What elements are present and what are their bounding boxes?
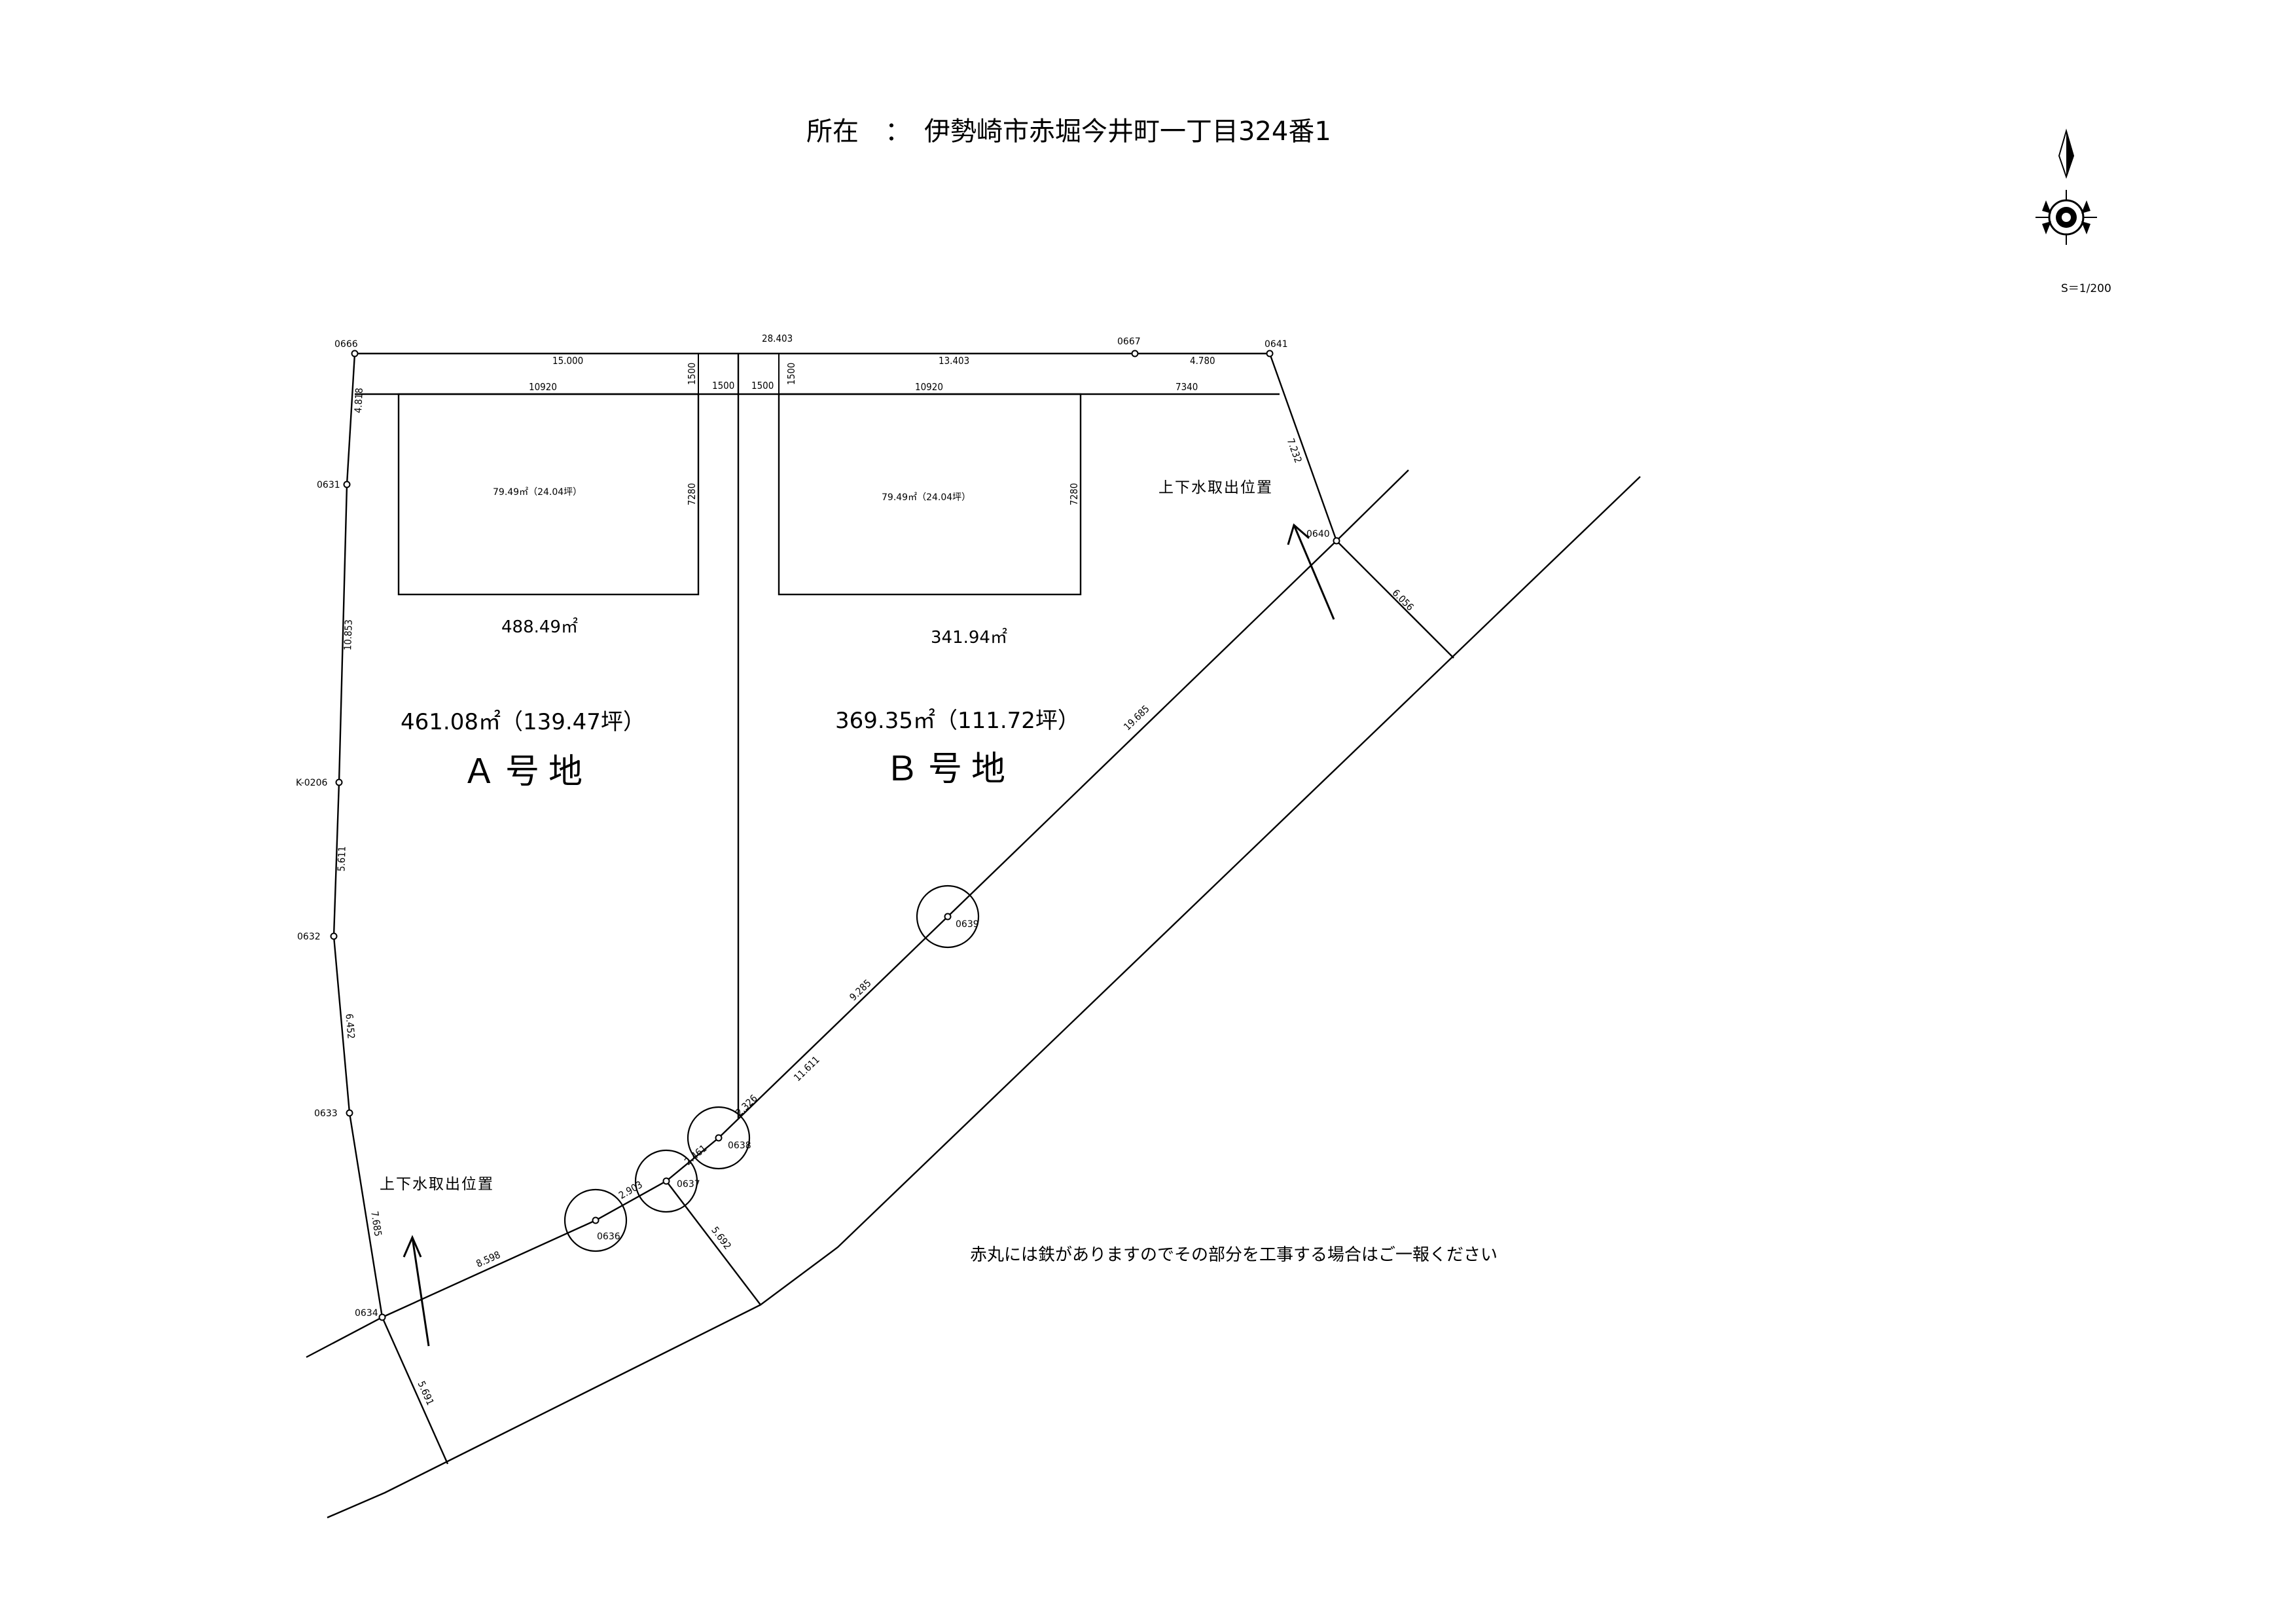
lot-a-gross-area: 488.49㎡	[501, 617, 578, 637]
iron-marker-circles	[564, 884, 980, 1252]
scale-label: S＝1/200	[2061, 282, 2111, 295]
parcel-boundary	[306, 352, 1641, 1519]
dim-diag-2: 9.285	[847, 977, 873, 1004]
dim-bld-b-height: 7280	[1068, 483, 1080, 505]
water-outlet-arrow-left-icon	[403, 1235, 430, 1347]
dim-right-2: 6.056	[1390, 587, 1416, 613]
building-b-outline	[778, 393, 1082, 596]
dim-top-a: 15.000	[552, 355, 583, 367]
dim-right-width: 7340	[1175, 381, 1198, 393]
dim-left-5: 7.685	[368, 1211, 384, 1237]
lot-b-gross-area: 341.94㎡	[931, 628, 1007, 647]
lot-b-net-area: 369.35㎡（111.72坪）	[835, 708, 1080, 734]
iron-warning-note: 赤丸には鉄がありますのでその部分を工事する場合はご一報ください	[970, 1245, 1498, 1265]
point-label-0631: 0631	[317, 480, 340, 490]
point-label-0633: 0633	[314, 1108, 338, 1119]
dim-diag-4: 2.326	[733, 1093, 759, 1119]
point-label-0666: 0666	[334, 339, 358, 350]
lot-a-net-area: 461.08㎡（139.47坪）	[401, 709, 645, 735]
point-label-0641: 0641	[1265, 339, 1288, 350]
dim-bottom-2: 5.691	[415, 1379, 436, 1408]
dim-diag-1: 19.685	[1121, 703, 1151, 733]
boundary-point-markers	[330, 350, 1340, 1321]
lot-a-name: Ａ号地	[462, 752, 592, 792]
dim-bld-a-height: 7280	[686, 483, 698, 505]
dim-top-c: 4.780	[1190, 355, 1215, 367]
point-label-0634: 0634	[355, 1308, 378, 1319]
page-title: 所在 ： 伊勢崎市赤堀今井町一丁目324番1	[806, 117, 1331, 147]
point-label-0636: 0636	[597, 1231, 620, 1242]
dim-road-b: 1500	[751, 380, 774, 392]
dim-diag-5: 2.461	[682, 1142, 709, 1168]
dim-left-4: 6.452	[343, 1013, 357, 1040]
dim-gap-a: 1500	[686, 363, 698, 385]
dim-left-2: 10.853	[342, 619, 355, 651]
point-label-0639: 0639	[956, 919, 979, 930]
dim-left-1: 4.818	[352, 388, 365, 414]
dim-diag-7: 8.598	[475, 1249, 503, 1269]
dim-bottom-1: 5.692	[709, 1224, 734, 1252]
point-label-k0206: K-0206	[296, 778, 327, 788]
water-outlet-label-left: 上下水取出位置	[380, 1176, 494, 1193]
dim-top-b: 13.403	[939, 355, 969, 367]
point-label-0667: 0667	[1117, 337, 1141, 347]
dim-road-a: 1500	[712, 380, 734, 392]
lot-b-name: Ｂ号地	[885, 750, 1014, 789]
water-outlet-arrow-right-icon	[1287, 523, 1335, 620]
dim-bld-b-width: 10920	[915, 381, 943, 393]
point-label-0637: 0637	[677, 1179, 700, 1190]
building-a-area: 79.49㎡（24.04坪）	[493, 487, 582, 498]
dim-diag-3: 11.611	[791, 1054, 821, 1084]
water-outlet-label-right: 上下水取出位置	[1158, 479, 1273, 496]
building-b-area: 79.49㎡（24.04坪）	[882, 492, 971, 503]
dim-gap-b: 1500	[785, 363, 797, 385]
dim-top-total: 28.403	[762, 333, 793, 344]
point-label-0632: 0632	[297, 932, 321, 942]
point-label-0640: 0640	[1306, 529, 1330, 539]
point-label-0638: 0638	[728, 1140, 751, 1151]
building-a-outline	[397, 393, 700, 596]
dim-left-3: 5.611	[335, 846, 348, 871]
north-arrow-icon	[2036, 128, 2097, 245]
dim-bld-a-width: 10920	[529, 381, 557, 393]
